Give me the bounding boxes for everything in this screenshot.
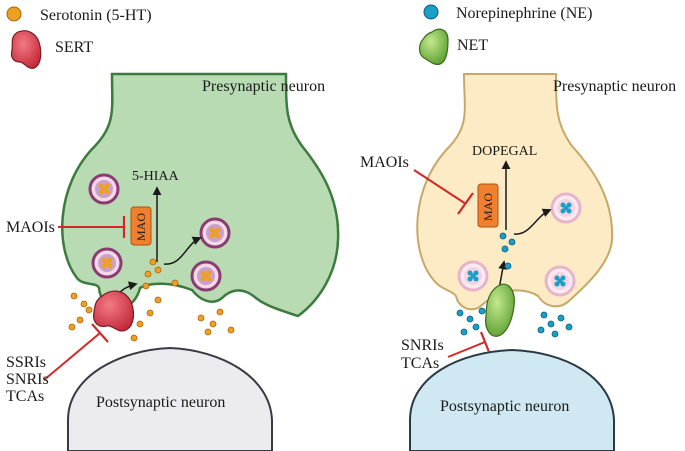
left-mao-label: MAO xyxy=(134,213,148,241)
left-presynaptic-label: Presynaptic neuron xyxy=(202,78,325,95)
left-vesicle xyxy=(190,260,222,292)
left-vesicle xyxy=(88,173,120,205)
right-maoi-inhibitor-bar xyxy=(457,192,474,215)
left-inhibitor-line-3: TCAs xyxy=(6,388,44,405)
right-transporter-inhibitor-line xyxy=(447,341,486,358)
left-transporter-inhibitor-bar xyxy=(91,323,109,343)
right-mao-enzyme xyxy=(477,183,499,228)
sert-legend-label: SERT xyxy=(55,39,93,56)
left-mao-enzyme xyxy=(130,206,152,246)
sert-legend-icon xyxy=(10,30,42,69)
sert-transporter xyxy=(93,290,135,332)
net-legend-label: NET xyxy=(457,37,488,54)
left-reuptake-to-vesicle-arrow xyxy=(163,236,202,265)
left-vesicle xyxy=(91,247,123,279)
right-reuptake-to-vesicle-arrow xyxy=(513,208,552,235)
right-vesicle xyxy=(544,265,576,297)
left-inhibitor-line-2: SNRIs xyxy=(6,371,49,388)
right-mao-label: MAO xyxy=(481,193,495,221)
left-legend: Serotonin (5-HT) SERT xyxy=(6,6,152,69)
left-vesicle xyxy=(199,217,231,249)
left-maoi-label: MAOIs xyxy=(6,219,55,236)
left-inhibitor-line-1: SSRIs xyxy=(6,354,46,371)
right-metabolite-label: DOPEGAL xyxy=(472,144,537,159)
norepinephrine-legend-label: Norepinephrine (NE) xyxy=(456,5,592,22)
right-postsynaptic-neuron xyxy=(409,348,615,451)
right-presynaptic-label: Presynaptic neuron xyxy=(553,78,676,95)
right-postsynaptic-label: Postsynaptic neuron xyxy=(440,398,569,415)
net-transporter xyxy=(485,283,515,337)
left-presynaptic-neuron xyxy=(61,72,340,318)
left-postsynaptic-neuron xyxy=(67,346,273,451)
left-postsynaptic-label: Postsynaptic neuron xyxy=(96,394,225,411)
serotonin-legend-icon xyxy=(6,6,22,22)
right-inhibitor-line-2: TCAs xyxy=(401,355,439,372)
right-maoi-inhibitor-line xyxy=(413,169,467,205)
right-inhibitor-line-1: SNRIs xyxy=(401,337,444,354)
right-maoi-label: MAOIs xyxy=(360,154,409,171)
right-legend: Norepinephrine (NE) NET xyxy=(418,4,592,65)
left-transporter-inhibitor-line xyxy=(43,332,101,381)
norepinephrine-legend-icon xyxy=(423,4,439,20)
serotonin-legend-label: Serotonin (5-HT) xyxy=(40,7,152,24)
right-vesicle xyxy=(457,260,489,292)
left-panel: Serotonin (5-HT) SERT Presynaptic neuron… xyxy=(6,6,340,451)
left-metabolite-label: 5-HIAA xyxy=(132,169,180,184)
right-transporter-inhibitor-bar xyxy=(479,331,491,353)
right-panel: Norepinephrine (NE) NET Presynaptic neur… xyxy=(360,4,676,451)
net-legend-icon xyxy=(418,28,449,65)
right-vesicle xyxy=(550,192,582,224)
